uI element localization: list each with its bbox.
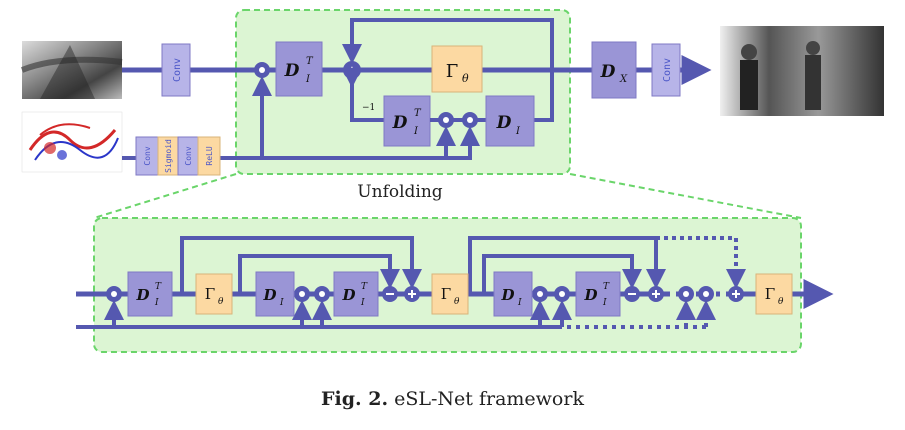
bottom-block-gamma-1: Γ θ [195,273,233,315]
dx-label: D [600,62,616,82]
svg-text:I: I [517,298,522,308]
inner-dt-sup: T [414,108,422,119]
svg-text:θ: θ [218,297,224,307]
svg-text:D: D [583,286,597,304]
event-encoder-stack: Conv Sigmoid Conv ReLU [135,136,221,176]
top-gamma-label: Γ [446,61,459,82]
inner-di-label: D [496,113,512,133]
svg-text:D: D [135,286,149,304]
svg-text:Γ: Γ [441,285,451,303]
inner-di-block: D I [485,95,535,147]
svg-text:D: D [500,286,514,304]
bottom-nodes [106,286,744,302]
blurry-frame-icon [20,41,123,99]
event-conv-2-label: Conv [184,146,193,165]
dx-block: D X [591,41,637,99]
top-dt-sup: T [306,56,314,67]
bottom-block-di-1: D I [255,271,295,317]
event-conv-1-label: Conv [143,146,152,165]
minus-one-label: −1 [362,103,375,113]
svg-text:T: T [155,282,162,292]
bottom-block-gamma-2: Γ θ [431,273,469,315]
svg-text:θ: θ [454,297,460,307]
conv-input-label: Conv [172,58,183,82]
caption-text: eSL-Net framework [388,388,584,410]
bottom-block-gamma-3: Γ θ [755,273,793,315]
dx-sub: X [619,74,628,85]
svg-text:I: I [360,298,365,308]
svg-text:θ: θ [778,297,784,307]
bottom-block-dt-3: D I T [575,271,621,317]
top-dt-block: D I T [275,41,323,97]
svg-text:T: T [361,282,368,292]
top-gamma-block: Γ θ [431,45,483,93]
svg-text:Γ: Γ [765,285,775,303]
unfolding-label: Unfolding [357,182,443,202]
top-dt-label: D [284,61,300,81]
bottom-block-dt-2: D I T [333,271,379,317]
caption-prefix: Fig. 2. [321,388,389,410]
event-sigmoid-label: Sigmoid [164,139,173,173]
figure-caption: Fig. 2. eSL-Net framework [0,388,905,410]
top-plus-symbol: + [347,64,358,79]
event-relu-label: ReLU [205,146,214,165]
bottom-block-dt-1: D I T [127,271,173,317]
svg-text:I: I [154,298,159,308]
sharp-frame-icon [720,26,884,116]
inner-di-sub: I [515,126,521,137]
event-cloud-icon [21,111,123,173]
svg-text:D: D [262,286,276,304]
svg-text:I: I [602,298,607,308]
conv-output-label: Conv [662,58,673,82]
svg-text:I: I [279,298,284,308]
inner-dt-sub: I [413,126,419,137]
top-gamma-sub: θ [462,72,469,85]
top-dt-sub: I [305,74,311,85]
svg-text:T: T [603,282,610,292]
svg-text:D: D [341,286,355,304]
conv-input-block: Conv [161,43,191,97]
conv-output-block: Conv [651,43,681,97]
svg-text:Γ: Γ [205,285,215,303]
bottom-block-di-2: D I [493,271,533,317]
inner-dt-block: D I T [383,95,431,147]
inner-dt-label: D [392,113,408,133]
